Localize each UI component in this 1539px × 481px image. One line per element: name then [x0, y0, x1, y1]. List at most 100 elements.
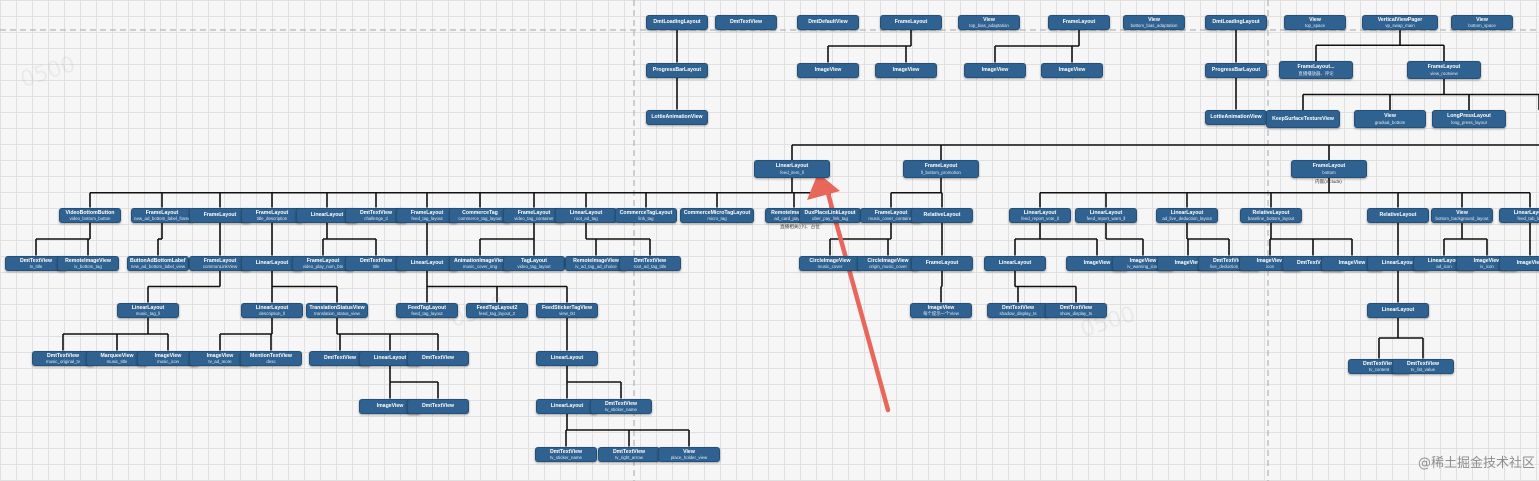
node-title: ImageView [206, 352, 234, 359]
node-title: DuxPlaceLinkLayout [804, 209, 856, 216]
tree-node-c10: LinearLayout [1367, 302, 1429, 318]
node-id: music_icon [157, 358, 179, 364]
node-title: ImageView [892, 66, 920, 73]
tree-node-t1: DmtLoadingLayout [646, 14, 708, 30]
node-id: new_ad_bottom_label_view [130, 263, 186, 269]
node-title: CommerceTag [462, 209, 498, 216]
node-id: 每个提示一个View [923, 310, 959, 316]
node-title: FrameLayout [145, 209, 179, 216]
node-title: LinearLayout [550, 402, 584, 409]
tree-node-t4: FrameLayout [880, 14, 942, 30]
node-title: FrameLayout [1427, 64, 1461, 70]
node-title: LinearLayout [1381, 259, 1415, 266]
tree-node-b27: ImageView [1499, 255, 1539, 271]
node-id: vp_swap_main [1385, 22, 1415, 28]
node-id: gradual_bottom [1374, 120, 1406, 125]
node-id: music_cover_img [462, 263, 498, 269]
node-id: challenge_ti [364, 215, 388, 221]
node-id: description_ll [259, 310, 285, 316]
node-title: LinearLayout [569, 209, 603, 216]
node-title: FrameLayout [203, 211, 237, 218]
node-id: iv_bottom_tag [74, 263, 102, 269]
node-title: ImageView [1174, 259, 1202, 266]
node-title: DmtTextView [633, 257, 667, 264]
tree-node-la1: LottieAnimationView [646, 109, 708, 125]
node-title: ImageView [927, 304, 955, 311]
node-title: LinearLayout [310, 211, 344, 218]
node-title: DmtTextView [421, 354, 455, 361]
node-title: LinearLayout [775, 163, 809, 169]
node-title: DmtTextView [1059, 304, 1093, 311]
node-title: LottieAnimationView [1210, 113, 1262, 120]
node-id: title_description [256, 215, 288, 221]
tree-node-a16: RelativeLayout [911, 207, 973, 223]
node-title: FrameLayout [255, 209, 289, 216]
node-title: LinearLayout [1023, 209, 1057, 216]
node-title: DmtTextView [359, 209, 393, 216]
node-id: feed_tag_layout_2 [478, 310, 516, 316]
node-title: LongPressLayout [1447, 113, 1491, 119]
node-id: commerce_tag_layout [458, 215, 502, 221]
node-title: CommerceTagLayout [619, 209, 673, 216]
node-id: place_holder_view [670, 454, 708, 460]
node-title: AnimationImageView [453, 257, 507, 264]
node-title: CommerceMicroTagLayout [683, 209, 751, 216]
node-title: LinearLayout [1089, 209, 1123, 216]
node-title: ButtonAdBottomLabelView [130, 257, 186, 264]
node-title: View [1309, 16, 1321, 23]
node-title: LinearLayout [998, 259, 1032, 266]
node-id: feed_report_vote_ll [1021, 215, 1059, 221]
node-title: VideoBottomButton [65, 209, 115, 216]
node-id: video_tag_layout [517, 263, 551, 269]
node-id: new_ad_bottom_label_frame [134, 215, 190, 221]
node-title: LinearLayout [255, 304, 289, 311]
node-title: View [1148, 16, 1160, 23]
node-id: bottom_bias_adaptation [1130, 22, 1178, 28]
node-id: ad_card_paytime_lo [774, 215, 814, 221]
node-id: ad_icon [1436, 263, 1452, 269]
node-title: ImageView [1473, 257, 1501, 264]
tree-edges [35, 29, 1539, 447]
node-id: desc [266, 358, 276, 364]
node-title: KeepSurfaceTextureView [1272, 115, 1334, 122]
node-id: tv_ad_more [208, 358, 232, 364]
node-title: FrameLayout [306, 257, 340, 264]
tree-node-p1: ProgressBarLayout [646, 62, 708, 78]
node-id: tv_list_value [1410, 366, 1436, 372]
node-title: View [983, 16, 995, 23]
node-id: show_display_ts [1059, 310, 1093, 316]
node-title: View [683, 448, 695, 455]
node-title: DmtTextView [359, 257, 393, 264]
node-title: LinearLayout [1170, 209, 1204, 216]
node-title: RemoteImageView [771, 209, 817, 216]
tree-node-t3: DmtDefaultView [797, 14, 859, 30]
node-title: FrameLayout [894, 18, 928, 25]
node-id: live_deduction_text [1210, 263, 1248, 269]
node-title: LinearLayout [1381, 306, 1415, 313]
node-id: uber_pay_link_tag [812, 215, 848, 221]
node-id: tv_sticker_name [605, 406, 637, 412]
node-title: View [1476, 16, 1488, 23]
node-id: title [372, 263, 380, 269]
